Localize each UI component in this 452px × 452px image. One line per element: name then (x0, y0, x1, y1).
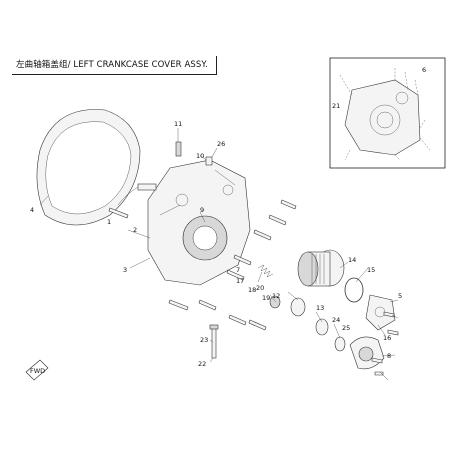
sensor (117, 141, 213, 206)
callout-15: 15 (367, 266, 375, 274)
callout-19: 19 (262, 294, 270, 302)
callout-16: 16 (383, 334, 391, 342)
callout-5: 5 (398, 292, 402, 300)
callout-17: 17 (236, 277, 244, 285)
callout-26: 26 (217, 140, 225, 148)
callout-18: 18 (248, 286, 256, 294)
callout-8: 8 (387, 352, 391, 360)
callout-7: 7 (236, 266, 240, 274)
leader-lines (39, 128, 399, 381)
spring (257, 264, 274, 278)
gasket (36, 109, 141, 226)
callout-2: 2 (133, 226, 137, 234)
spacer-parts (269, 295, 346, 352)
oil-filter (297, 249, 345, 287)
filter-cover (365, 294, 396, 331)
diagram-title: 左曲轴箱盖组/ LEFT CRANKCASE COVER ASSY. (16, 60, 208, 70)
callout-4: 4 (30, 206, 34, 214)
callout-1: 1 (107, 218, 111, 226)
cap-assembly (349, 336, 385, 370)
callout-23: 23 (200, 336, 208, 344)
title-frame (12, 56, 217, 75)
callout-24: 24 (332, 316, 340, 324)
bolts (108, 199, 399, 376)
callout-22: 22 (198, 360, 206, 368)
pins (209, 324, 219, 359)
callout-21: 21 (332, 102, 340, 110)
callout-10: 10 (196, 152, 204, 160)
callout-3: 3 (123, 266, 127, 274)
callout-labels: 1 2 3 4 5 6 7 8 9 10 11 12 13 14 15 16 1… (30, 66, 426, 368)
callout-9: 9 (200, 206, 204, 214)
forward-arrow-icon: FWD (25, 359, 49, 381)
callout-20: 20 (256, 284, 264, 292)
callout-6: 6 (422, 66, 426, 74)
crankcase-cover (147, 159, 251, 286)
forward-arrow-label: FWD (30, 367, 45, 375)
o-ring (344, 277, 364, 303)
callout-14: 14 (348, 256, 356, 264)
callout-13: 13 (316, 304, 324, 312)
callout-25: 25 (342, 324, 350, 332)
callout-12: 12 (272, 292, 280, 300)
inset-cover-view (339, 68, 431, 161)
callout-11: 11 (174, 120, 182, 128)
